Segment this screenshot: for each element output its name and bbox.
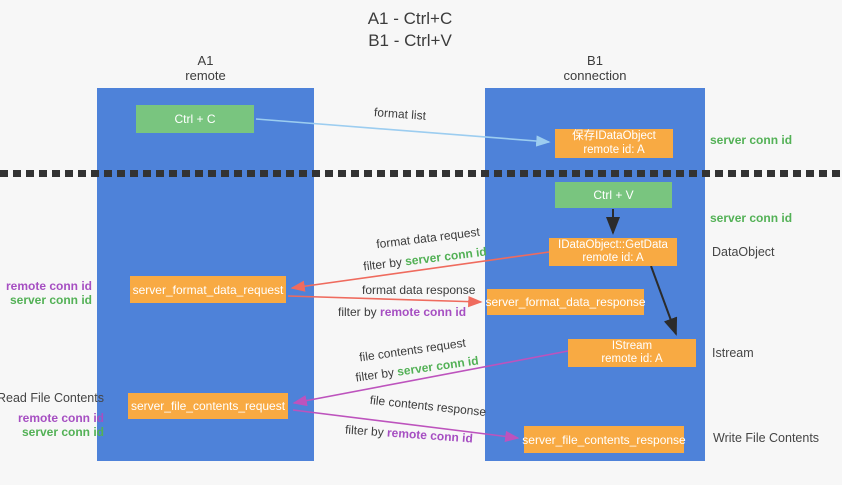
- server-conn-id-filter-value: server conn id: [404, 244, 488, 269]
- node-server-format-data-request: server_format_data_request: [130, 276, 286, 303]
- diagram-title: A1 - Ctrl+C B1 - Ctrl+V: [300, 8, 520, 52]
- node-server-file-contents-request: server_file_contents_request: [128, 393, 288, 419]
- remote-conn-id-filter-value: remote conn id: [380, 305, 467, 319]
- node-getdata-line1: IDataObject::GetData: [558, 238, 668, 251]
- filter-by-text: filter by: [344, 422, 385, 440]
- node-format-response-label: server_format_data_response: [485, 295, 646, 309]
- lane-a1-name: A1: [197, 53, 214, 68]
- server-conn-id-note-mid: server conn id: [710, 211, 793, 225]
- node-istream-line2: remote id: A: [601, 353, 663, 365]
- format-data-response-label: format data response: [362, 283, 476, 297]
- file-conn-id-notes: Read File Contents remote conn id server…: [0, 391, 104, 439]
- node-server-format-data-response: server_format_data_response: [485, 289, 646, 315]
- format-list-label: format list: [373, 105, 427, 123]
- dataobject-note: DataObject: [712, 245, 775, 259]
- node-ctrl-c: Ctrl + C: [136, 105, 254, 133]
- node-file-response-label: server_file_contents_response: [522, 432, 686, 447]
- server-conn-id-note: server conn id: [9, 293, 92, 307]
- node-save-dataobject-line1: 保存IDataObject: [572, 130, 656, 142]
- node-save-dataobject: 保存IDataObject remote id: A: [555, 129, 673, 158]
- lane-header-a1: A1 remote: [97, 53, 314, 83]
- lane-a1-role: remote: [185, 68, 226, 83]
- istream-note: Istream: [712, 346, 754, 360]
- node-ctrl-c-label: Ctrl + C: [174, 112, 216, 126]
- node-idataobject-getdata: IDataObject::GetData remote id: A: [549, 238, 677, 266]
- file-contents-response-filter: filter by remote conn id: [344, 422, 475, 446]
- phase-divider-dotted-line: [0, 170, 842, 177]
- node-format-request-label: server_format_data_request: [132, 282, 284, 297]
- node-istream-line1: IStream: [611, 339, 653, 352]
- node-istream: IStream remote id: A: [568, 339, 696, 367]
- node-server-file-contents-response: server_file_contents_response: [522, 426, 686, 453]
- filter-by-text: filter by: [354, 365, 395, 385]
- lane-header-b1: B1 connection: [485, 53, 705, 83]
- node-ctrl-v-label: Ctrl + V: [593, 188, 634, 202]
- server-conn-id-note: server conn id: [21, 425, 104, 439]
- node-file-request-label: server_file_contents_request: [130, 399, 286, 413]
- filter-by-text: filter by: [362, 254, 403, 274]
- lane-b1-name: B1: [587, 53, 603, 68]
- remote-conn-id-note: remote conn id: [5, 279, 92, 293]
- node-ctrl-v: Ctrl + V: [555, 182, 672, 208]
- remote-conn-id-note: remote conn id: [17, 411, 104, 425]
- format-data-response-filter: filter by remote conn id: [338, 305, 467, 319]
- write-file-contents-note: Write File Contents: [713, 431, 820, 445]
- remote-conn-id-filter-value: remote conn id: [386, 425, 474, 446]
- file-contents-response-label: file contents response: [369, 392, 487, 420]
- lane-b1-role: connection: [563, 68, 627, 83]
- server-conn-id-note-top: server conn id: [710, 133, 793, 147]
- read-file-contents-note: Read File Contents: [0, 391, 104, 405]
- title-line-2: B1 - Ctrl+V: [368, 31, 452, 50]
- title-line-1: A1 - Ctrl+C: [367, 9, 453, 28]
- node-save-dataobject-line2: remote id: A: [583, 143, 645, 156]
- format-conn-id-notes: remote conn id server conn id: [6, 279, 92, 307]
- node-getdata-line2: remote id: A: [582, 252, 644, 264]
- filter-by-text: filter by: [338, 305, 377, 319]
